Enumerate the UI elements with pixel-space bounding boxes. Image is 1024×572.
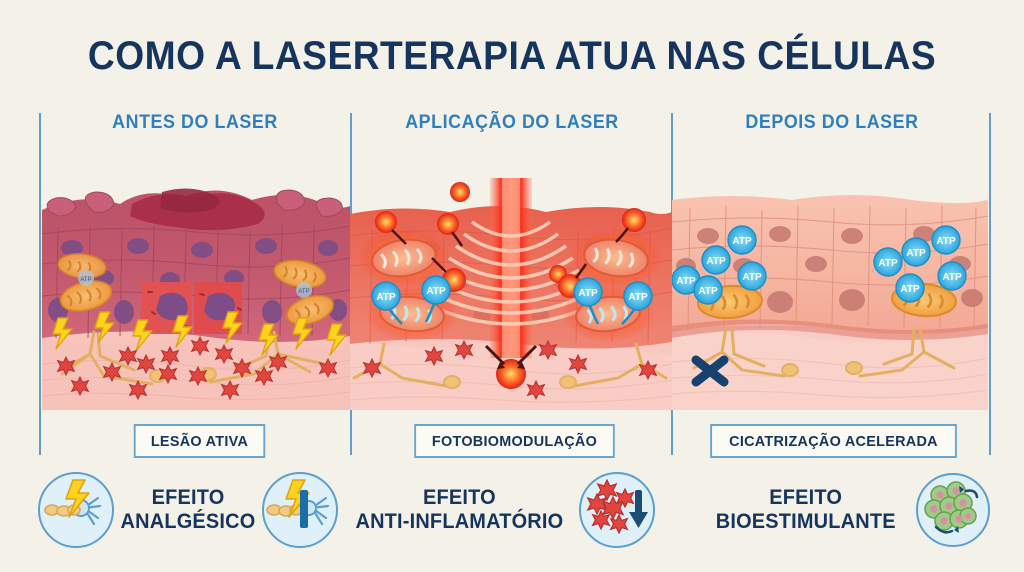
- panel-after-laser-illustration: ATP ATP ATP ATP ATP ATP ATP ATP: [672, 178, 988, 410]
- inflammatory-cells-down-arrow-icon: [579, 472, 655, 548]
- svg-text:ATP: ATP: [376, 292, 396, 303]
- atp-faded: ATP ATP: [78, 270, 312, 298]
- effect-biostimulating-line2: BIOESTIMULANTE: [715, 510, 896, 533]
- svg-text:ATP: ATP: [936, 236, 956, 247]
- atp-molecules-laser: ATP ATP ATP ATP: [371, 275, 653, 325]
- svg-text:ATP: ATP: [628, 292, 648, 303]
- laser-tissue-svg: ATP ATP ATP ATP: [350, 178, 672, 410]
- svg-text:ATP: ATP: [80, 277, 91, 283]
- column-header-during: APLICAÇÃO DO LASER: [405, 112, 619, 133]
- label-box-fotobiomodulacao: FOTOBIOMODULAÇÃO: [414, 424, 615, 458]
- column-header-before: ANTES DO LASER: [112, 112, 278, 133]
- inflamed-tissue-svg: ATP ATP: [42, 188, 350, 410]
- mitochondrion-glow-right-top: [570, 228, 662, 288]
- effect-analgesic-line1: EFEITO: [151, 486, 225, 510]
- effect-anti-inflammatory-label: EFEITO ANTI-INFLAMATÓRIO: [356, 486, 564, 533]
- svg-text:ATP: ATP: [900, 284, 920, 295]
- nerve-blocked-icon: [261, 472, 338, 548]
- down-arrow: [629, 490, 648, 528]
- column-header-after: DEPOIS DO LASER: [745, 112, 919, 133]
- column-divider-right: [989, 113, 991, 455]
- svg-text:ATP: ATP: [732, 236, 752, 247]
- svg-text:ATP: ATP: [906, 248, 926, 259]
- svg-text:ATP: ATP: [676, 276, 696, 287]
- effect-analgesic-label: EFEITO ANALGÉSICO: [121, 486, 256, 533]
- column-divider-left: [39, 113, 41, 455]
- nerve-lightning-icon: [38, 472, 114, 548]
- effect-anti-inflammatory-line2: ANTI-INFLAMATÓRIO: [355, 510, 564, 533]
- label-box-lesao-ativa: LESÃO ATIVA: [133, 424, 266, 458]
- tissue-illustration: ATP ATP: [42, 178, 988, 410]
- effect-biostimulating-label: EFEITO BIOESTIMULANTE: [715, 486, 895, 533]
- pain-blocked-x-icon: [691, 355, 729, 387]
- effect-biostimulating: EFEITO BIOESTIMULANTE: [690, 470, 990, 550]
- panel-laser-illustration: ATP ATP ATP ATP: [350, 178, 672, 410]
- effect-analgesic: EFEITO ANALGÉSICO: [38, 470, 338, 550]
- atp-molecules-healed: ATP ATP ATP ATP ATP ATP ATP ATP: [672, 225, 967, 305]
- laser-beam: [490, 178, 532, 358]
- effect-biostimulating-line1: EFEITO: [768, 486, 842, 510]
- page-title: COMO A LASERTERAPIA ATUA NAS CÉLULAS: [87, 34, 937, 78]
- svg-text:ATP: ATP: [706, 256, 726, 267]
- svg-text:ATP: ATP: [742, 272, 762, 283]
- svg-text:ATP: ATP: [698, 286, 718, 297]
- photon-particles: [375, 182, 646, 389]
- svg-text:ATP: ATP: [298, 289, 309, 295]
- svg-text:ATP: ATP: [578, 288, 598, 299]
- effect-anti-inflammatory: EFEITO ANTI-INFLAMATÓRIO: [355, 470, 655, 550]
- svg-text:ATP: ATP: [878, 258, 898, 269]
- svg-text:ATP: ATP: [426, 286, 446, 297]
- effect-analgesic-line2: ANALGÉSICO: [120, 510, 256, 533]
- healed-tissue-svg: ATP ATP ATP ATP ATP ATP ATP ATP: [672, 195, 988, 410]
- mitochondrion-glow-left-top: [358, 228, 450, 288]
- svg-text:ATP: ATP: [942, 272, 962, 283]
- label-box-cicatrizacao: CICATRIZAÇÃO ACELERADA: [710, 424, 957, 458]
- effect-anti-inflammatory-line1: EFEITO: [423, 486, 497, 510]
- panel-before-laser-illustration: ATP ATP: [42, 178, 350, 410]
- cell-proliferation-icon: [916, 473, 990, 547]
